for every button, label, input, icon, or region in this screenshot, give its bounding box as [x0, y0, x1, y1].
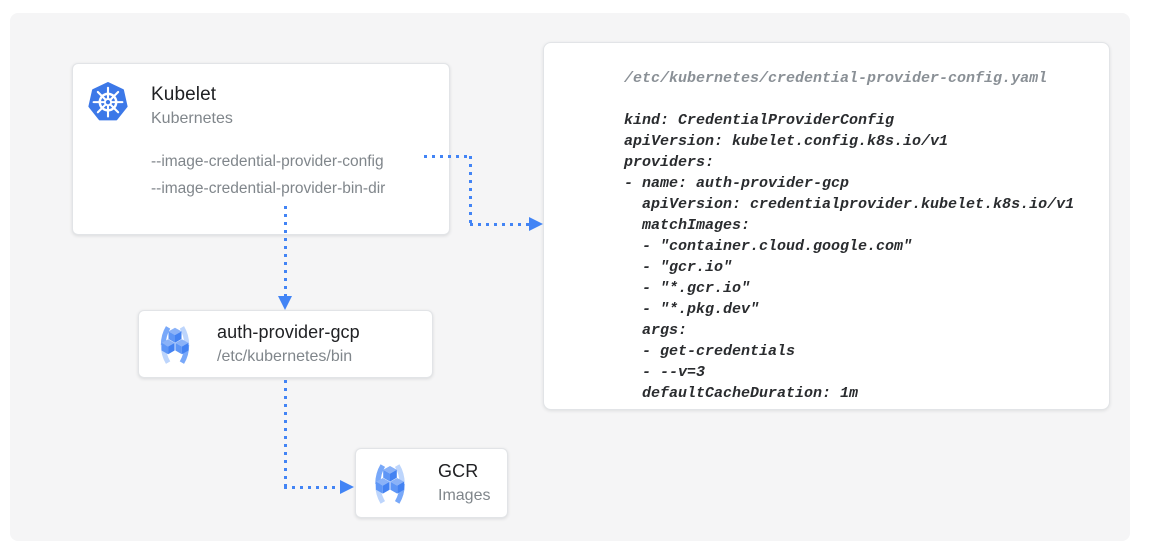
connector-config-arrowhead: [529, 217, 543, 231]
yaml-code-line: - "*.gcr.io": [624, 280, 751, 297]
gcr-brackets-cubes-icon: [152, 322, 198, 368]
kubelet-card-subtitle: Kubernetes: [151, 110, 233, 127]
yaml-code-line: args:: [624, 322, 688, 339]
gcr-brackets-cubes-icon: [366, 460, 414, 508]
yaml-code-line: - name: auth-provider-gcp: [624, 175, 850, 192]
kubernetes-helm-icon: [87, 82, 129, 124]
connector-kubelet-arrowhead: [278, 296, 292, 310]
yaml-code-line: - get-credentials: [624, 343, 796, 360]
yaml-code-line: defaultCacheDuration: 1m: [624, 385, 859, 402]
gcr-card: GCR Images: [355, 448, 508, 518]
connector-config-seg3: [470, 223, 530, 226]
yaml-code-line: - "gcr.io": [624, 259, 733, 276]
yaml-code-line: matchImages:: [624, 217, 751, 234]
connector-config-seg2: [469, 156, 472, 225]
yaml-code-line: apiVersion: credentialprovider.kubelet.k…: [624, 196, 1075, 213]
yaml-code-block: kind: CredentialProviderConfig apiVersion…: [624, 110, 1093, 404]
yaml-code-line: - "*.pkg.dev": [624, 301, 760, 318]
yaml-file-path: /etc/kubernetes/credential-provider-conf…: [624, 70, 1048, 87]
credential-provider-config-panel: /etc/kubernetes/credential-provider-conf…: [543, 42, 1110, 410]
auth-provider-gcp-card: auth-provider-gcp /etc/kubernetes/bin: [138, 310, 433, 378]
yaml-code-line: - "container.cloud.google.com": [624, 238, 913, 255]
kubelet-flag: --image-credential-provider-bin-dir: [151, 180, 386, 197]
auth-provider-card-subtitle: /etc/kubernetes/bin: [217, 348, 353, 365]
code-blank-line: [624, 89, 1093, 110]
yaml-code-line: kind: CredentialProviderConfig: [624, 112, 895, 129]
connector-gcr-seg1: [284, 380, 287, 487]
kubelet-card-title: Kubelet: [151, 84, 217, 105]
kubelet-card: Kubelet Kubernetes --image-credential-pr…: [72, 63, 450, 235]
connector-gcr-seg2: [284, 486, 341, 489]
kubelet-flag-list: --image-credential-provider-config --imag…: [151, 148, 385, 202]
connector-gcr-arrowhead: [340, 480, 354, 494]
gcr-card-subtitle: Images: [438, 487, 491, 504]
auth-provider-card-title: auth-provider-gcp: [217, 322, 360, 342]
gcr-card-title: GCR: [438, 461, 479, 481]
yaml-code-line: apiVersion: kubelet.config.k8s.io/v1: [624, 133, 949, 150]
connector-kubelet-seg: [284, 206, 287, 297]
yaml-code-line: - --v=3: [624, 364, 706, 381]
kubelet-flag: --image-credential-provider-config: [151, 153, 384, 170]
connector-config-seg1: [424, 155, 471, 158]
yaml-code-line: providers:: [624, 154, 715, 171]
